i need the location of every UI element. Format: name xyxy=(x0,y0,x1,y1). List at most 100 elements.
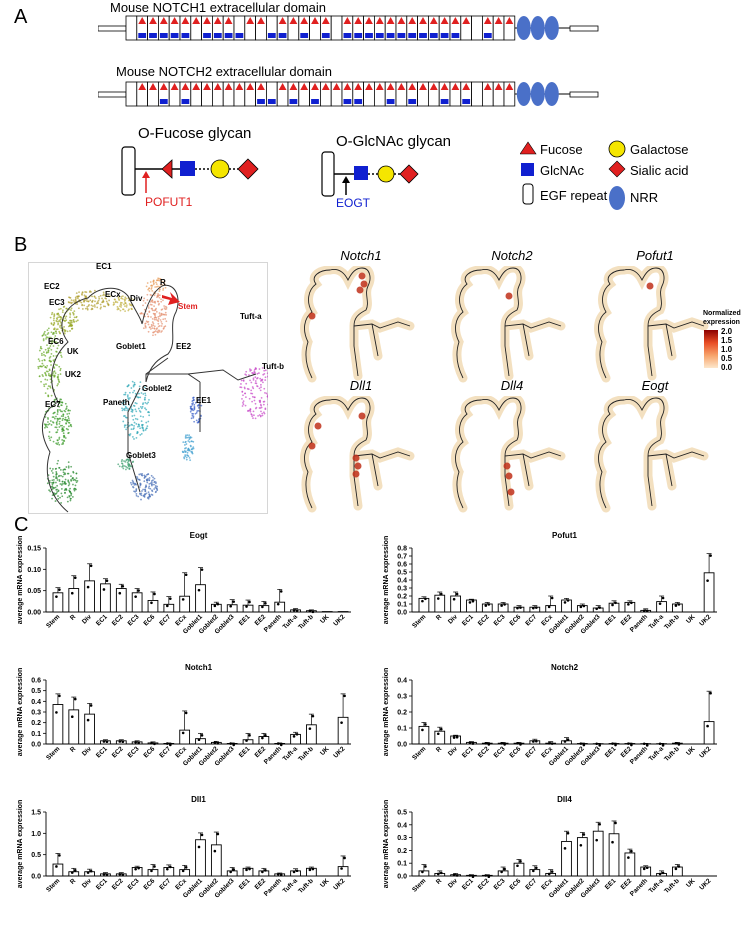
data-point xyxy=(487,875,491,879)
data-point xyxy=(471,599,475,603)
stem-arrow-icon xyxy=(162,292,180,305)
x-tick-label: Stem xyxy=(45,877,61,893)
data-point xyxy=(137,589,140,592)
bar xyxy=(147,869,159,877)
umap-cluster-label: Goblet2 xyxy=(142,384,172,393)
notch1-title: Mouse NOTCH1 extracellular domain xyxy=(110,0,327,15)
glcnac-mark xyxy=(321,33,330,38)
bar xyxy=(529,740,541,745)
fucose-mark xyxy=(170,83,179,90)
data-point xyxy=(627,603,630,606)
data-point xyxy=(232,600,235,603)
bar xyxy=(481,742,493,745)
y-tick-label: 0.2 xyxy=(397,848,407,855)
data-point xyxy=(642,742,646,746)
data-point xyxy=(86,718,90,722)
data-point xyxy=(343,694,346,698)
data-point xyxy=(503,743,506,746)
data-point xyxy=(213,849,217,853)
data-point xyxy=(248,867,251,871)
data-point xyxy=(547,872,551,876)
glcnac-mark xyxy=(159,33,168,38)
data-point xyxy=(500,742,503,745)
y-axis-label: average mRNA expression xyxy=(383,536,390,624)
data-point xyxy=(566,599,570,602)
x-tick-label: UK2 xyxy=(332,745,346,759)
glcnac-mark xyxy=(419,33,427,38)
bar xyxy=(210,844,222,877)
galactose-shape xyxy=(210,159,230,179)
umap-cluster-label: UK2 xyxy=(65,370,82,379)
data-point xyxy=(614,601,617,605)
colorbar-tick-label: 1.5 xyxy=(721,336,733,345)
bar xyxy=(242,739,254,745)
data-point xyxy=(279,590,283,593)
colorbar-title-2: expression xyxy=(703,319,740,326)
bar xyxy=(147,742,159,745)
data-point xyxy=(519,743,522,746)
x-tick-label: UK2 xyxy=(698,877,712,891)
bar xyxy=(115,873,127,877)
x-tick-label: Div xyxy=(447,613,459,625)
panel-letter-c: C xyxy=(14,514,29,536)
data-point xyxy=(70,715,74,718)
x-tick-label: EC3 xyxy=(127,877,141,891)
bar xyxy=(226,604,238,613)
data-point xyxy=(519,860,522,863)
glcnac-mark xyxy=(267,33,276,38)
data-point xyxy=(677,743,681,746)
data-point xyxy=(311,867,315,871)
y-axis-label: average mRNA expression xyxy=(17,800,24,888)
bar xyxy=(608,833,620,877)
x-tick-label: EC7 xyxy=(524,877,538,891)
umap-cluster-label: Tuft-a xyxy=(240,312,262,321)
x-tick-label: EC3 xyxy=(493,877,507,891)
y-tick-label: 0.0 xyxy=(31,742,41,749)
x-tick-label: EE1 xyxy=(604,877,618,891)
data-point xyxy=(261,605,264,609)
x-tick-label: UK2 xyxy=(698,613,712,627)
data-point xyxy=(73,869,77,872)
data-point xyxy=(547,605,551,609)
y-tick-label: 0.4 xyxy=(31,699,41,706)
data-point xyxy=(658,602,662,605)
nrr-mark xyxy=(516,82,531,106)
bar xyxy=(115,740,127,745)
x-tick-label: Paneth xyxy=(263,877,283,897)
x-tick-label: EC7 xyxy=(158,877,172,891)
data-point xyxy=(137,866,140,870)
x-tick-label: Tuft-a xyxy=(282,877,300,895)
x-tick-label: R xyxy=(69,613,77,621)
y-tick-label: 0.5 xyxy=(397,570,407,577)
x-tick-label: R xyxy=(69,877,77,885)
gene-feature-plot xyxy=(594,396,709,513)
data-point xyxy=(627,856,630,859)
x-tick-label: R xyxy=(435,745,443,753)
data-point xyxy=(642,867,646,871)
umap-cluster-label: Div xyxy=(130,294,143,303)
chart-title: Notch1 xyxy=(185,663,213,672)
fucose-mark xyxy=(451,83,460,90)
data-point xyxy=(102,740,106,743)
fucose-mark xyxy=(397,83,406,90)
data-point xyxy=(118,872,122,876)
data-point xyxy=(674,604,678,607)
legend-nrr: NRR xyxy=(630,190,659,205)
data-point xyxy=(261,736,264,740)
umap-cluster-label: Paneth xyxy=(103,398,130,407)
umap-cluster-label: EC6 xyxy=(48,337,64,346)
glcnac-mark xyxy=(289,99,298,104)
data-point xyxy=(197,845,201,849)
data-point xyxy=(89,564,93,568)
data-point xyxy=(276,872,280,876)
bar xyxy=(52,704,64,745)
fucose-mark xyxy=(321,17,330,24)
y-tick-label: 0.3 xyxy=(31,710,41,717)
y-axis-label: average mRNA expression xyxy=(17,536,24,624)
data-point xyxy=(200,568,204,571)
bar xyxy=(68,588,80,613)
glcnac-mark xyxy=(300,33,309,38)
data-point xyxy=(471,875,475,879)
bar xyxy=(561,840,572,877)
x-tick-label: EE1 xyxy=(604,745,618,759)
